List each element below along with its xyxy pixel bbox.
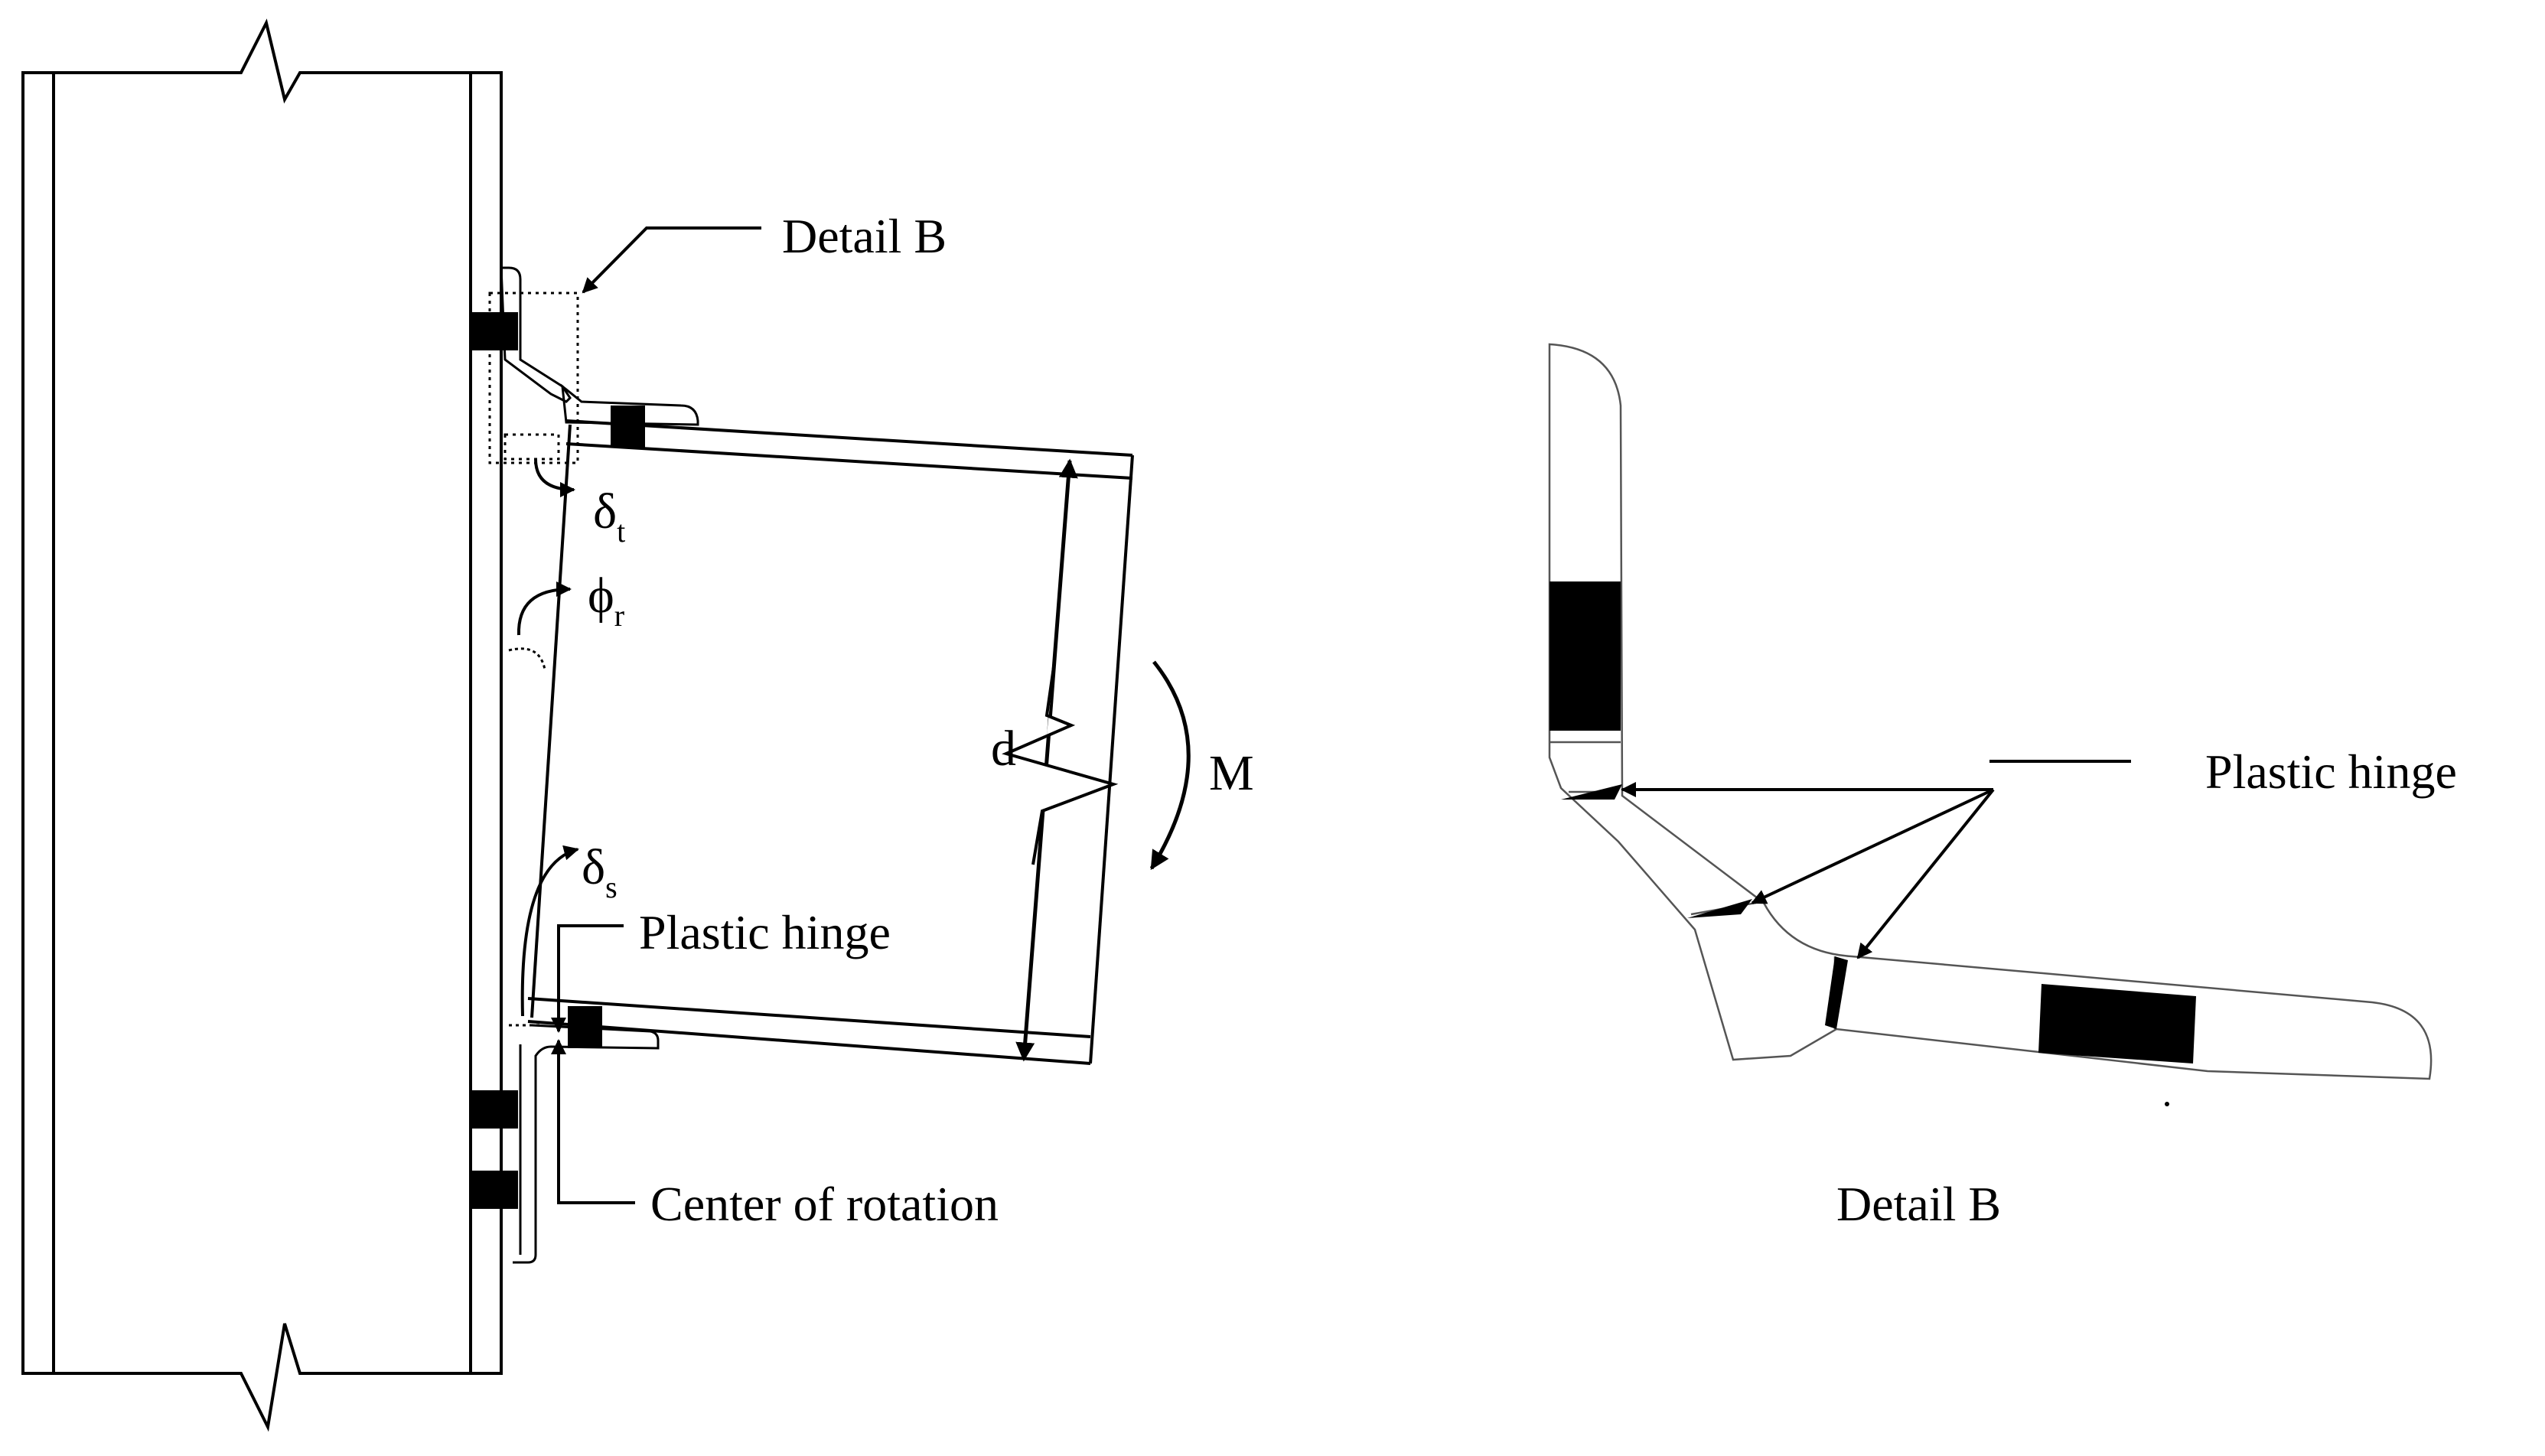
detail-b-stray-dot	[2165, 1102, 2169, 1106]
detail-b-arrow-3	[1856, 788, 1995, 959]
detail-b-beam-bolt	[2038, 984, 2196, 1063]
phi-r-arrow	[516, 581, 572, 636]
detail-b-hinge-mark-3	[1825, 956, 1848, 1029]
delta-s-label: δs	[582, 839, 618, 904]
detail-b-callout-arrow	[582, 226, 761, 294]
beam	[527, 419, 1134, 1065]
center-of-rotation-label: Center of rotation	[650, 1177, 999, 1231]
moment-arrow	[1149, 660, 1191, 871]
depth-label: d	[991, 721, 1016, 777]
depth-dimension-arrow	[1015, 458, 1078, 1062]
column	[21, 18, 503, 1432]
delta-t-subscript: t	[617, 514, 625, 549]
phi-r-symbol: ϕ	[588, 568, 614, 624]
center-of-rotation-arrow	[551, 1039, 635, 1204]
delta-s-arrow	[520, 845, 579, 1017]
delta-t-label: δt	[593, 484, 625, 549]
detail-b-angle-outline	[1548, 343, 2433, 1080]
seat-angle	[513, 1024, 660, 1264]
phi-r-subscript: r	[614, 598, 624, 633]
phi-r-label: ϕr	[588, 568, 624, 633]
seat-angle-column-bolt-2	[471, 1171, 518, 1209]
depth-break-symbol	[1002, 661, 1119, 865]
top-angle-column-bolt	[471, 312, 518, 350]
detail-b-angle	[1548, 343, 2433, 1080]
detail-b-column-bolt	[1549, 581, 1621, 731]
delta-t-gap-box	[503, 433, 560, 461]
top-angle	[500, 266, 699, 426]
detail-b-hinge-mark-1	[1561, 784, 1622, 800]
detail-b-arrow-2	[1751, 788, 1994, 904]
plastic-hinge-detail-label: Plastic hinge	[2205, 744, 2457, 799]
detail-b-caption: Detail B	[1836, 1177, 2001, 1231]
detail-b-callout-label: Detail B	[782, 209, 947, 263]
detail-b-hinge-mark-2	[1687, 899, 1752, 918]
delta-s-subscript: s	[605, 870, 618, 904]
delta-s-symbol: δ	[582, 839, 605, 895]
seat-angle-beam-bolt	[568, 1006, 602, 1048]
seat-angle-column-bolt-1	[471, 1090, 518, 1129]
plastic-hinge-main-label: Plastic hinge	[639, 905, 891, 959]
column-outline	[21, 18, 503, 1432]
detail-b-box	[488, 292, 579, 464]
moment-label: M	[1209, 745, 1254, 801]
plastic-hinge-main-arrow	[551, 924, 624, 1033]
delta-t-symbol: δ	[593, 484, 617, 539]
delta-t-arrow	[534, 458, 575, 497]
phi-r-rotation-mark	[508, 647, 546, 670]
